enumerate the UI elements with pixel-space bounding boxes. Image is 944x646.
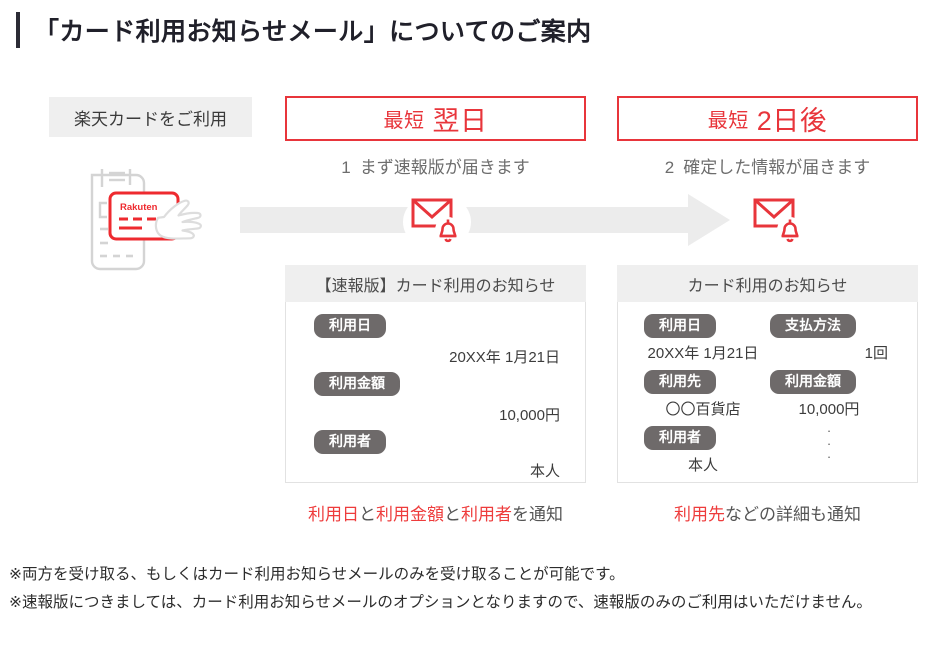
notice-part: 利用金額 bbox=[376, 505, 444, 524]
notice-part: と bbox=[359, 505, 376, 524]
page-title-block: 「カード利用お知らせメール」についてのご案内 bbox=[16, 10, 592, 50]
field-value-merchant: 〇〇百貨店 bbox=[665, 401, 741, 418]
step-2-badge: 最短 2日後 bbox=[617, 96, 918, 141]
step-2-notice: 利用先などの詳細も通知 bbox=[617, 500, 918, 525]
field-value-amount: 10,000円 bbox=[499, 407, 560, 424]
field-label-usage-date: 利用日 bbox=[644, 314, 716, 338]
footnotes: ※両方を受け取る、もしくはカード利用お知らせメールのみを受け取ることが可能です。… bbox=[9, 561, 939, 617]
field-label-amount: 利用金額 bbox=[770, 370, 856, 394]
step-2-number: 2 bbox=[664, 158, 675, 177]
panel-2-header: カード利用のお知らせ bbox=[617, 265, 918, 302]
mail-preview-panel-final: カード利用のお知らせ 利用日 支払方法 20XX年 1月21日 1回 利用先 利… bbox=[617, 265, 918, 483]
field-value-payment-method: 1回 bbox=[864, 345, 888, 362]
notice-part: を通知 bbox=[512, 505, 563, 524]
field-value-usage-date: 20XX年 1月21日 bbox=[449, 349, 560, 366]
field-value-user: 本人 bbox=[687, 457, 718, 474]
field-label-usage-date: 利用日 bbox=[314, 314, 386, 338]
card-payment-terminal-icon: Rakuten bbox=[78, 165, 233, 275]
step-2-badge-big: 2日後 bbox=[756, 106, 828, 136]
svg-text:Rakuten: Rakuten bbox=[120, 202, 158, 213]
mail-notification-icon bbox=[745, 193, 813, 251]
footnote-line: ※速報版につきましては、カード利用お知らせメールのオプションとなりますので、速報… bbox=[9, 594, 872, 611]
field-label-user: 利用者 bbox=[644, 426, 716, 450]
field-label-amount: 利用金額 bbox=[314, 372, 400, 396]
right-arrow-head-icon bbox=[688, 194, 730, 246]
panel-1-body: 利用日 20XX年 1月21日 利用金額 10,000円 利用者 本人 bbox=[285, 302, 586, 483]
footnote-line: ※両方を受け取る、もしくはカード利用お知らせメールのみを受け取ることが可能です。 bbox=[9, 566, 625, 583]
step-1-badge-small: 最短 bbox=[383, 110, 425, 132]
step-2-caption: 2 確定した情報が届きます bbox=[617, 153, 918, 178]
step-1-badge-big: 翌日 bbox=[432, 106, 488, 136]
usage-label-chip: 楽天カードをご利用 bbox=[49, 97, 252, 137]
field-value-amount: 10,000円 bbox=[798, 401, 860, 418]
step-1-caption: 1 まず速報版が届きます bbox=[285, 153, 586, 178]
field-value-usage-date: 20XX年 1月21日 bbox=[647, 345, 759, 362]
usage-label-text: 楽天カードをご利用 bbox=[74, 109, 227, 129]
notice-part: 利用日 bbox=[308, 505, 359, 524]
panel-1-header: 【速報版】カード利用のお知らせ bbox=[285, 265, 586, 302]
step-1-number: 1 bbox=[341, 158, 351, 177]
notice-part: と bbox=[444, 505, 461, 524]
field-value-user: 本人 bbox=[529, 463, 560, 480]
field-label-user: 利用者 bbox=[314, 430, 386, 454]
page-title: 「カード利用お知らせメール」についてのご案内 bbox=[34, 18, 592, 46]
mail-preview-panel-quick: 【速報版】カード利用のお知らせ 利用日 20XX年 1月21日 利用金額 10,… bbox=[285, 265, 586, 483]
field-label-payment-method: 支払方法 bbox=[770, 314, 856, 338]
title-accent-bar bbox=[16, 12, 20, 48]
step-2-badge-small: 最短 bbox=[707, 110, 749, 132]
panel-2-body: 利用日 支払方法 20XX年 1月21日 1回 利用先 利用金額 〇〇百貨店 1… bbox=[617, 302, 918, 483]
field-label-merchant: 利用先 bbox=[644, 370, 716, 394]
notice-part: 利用先 bbox=[674, 505, 725, 524]
step-1-caption-text: まず速報版が届きます bbox=[359, 158, 530, 177]
notice-part: 利用者 bbox=[461, 505, 512, 524]
step-1-notice: 利用日と利用金額と利用者を通知 bbox=[285, 500, 586, 525]
step-1-badge: 最短 翌日 bbox=[285, 96, 586, 141]
notice-part: などの詳細も通知 bbox=[725, 505, 861, 524]
vertical-ellipsis-icon: ··· bbox=[826, 423, 832, 464]
mail-notification-icon bbox=[403, 193, 471, 251]
step-2-caption-text: 確定した情報が届きます bbox=[683, 158, 871, 177]
